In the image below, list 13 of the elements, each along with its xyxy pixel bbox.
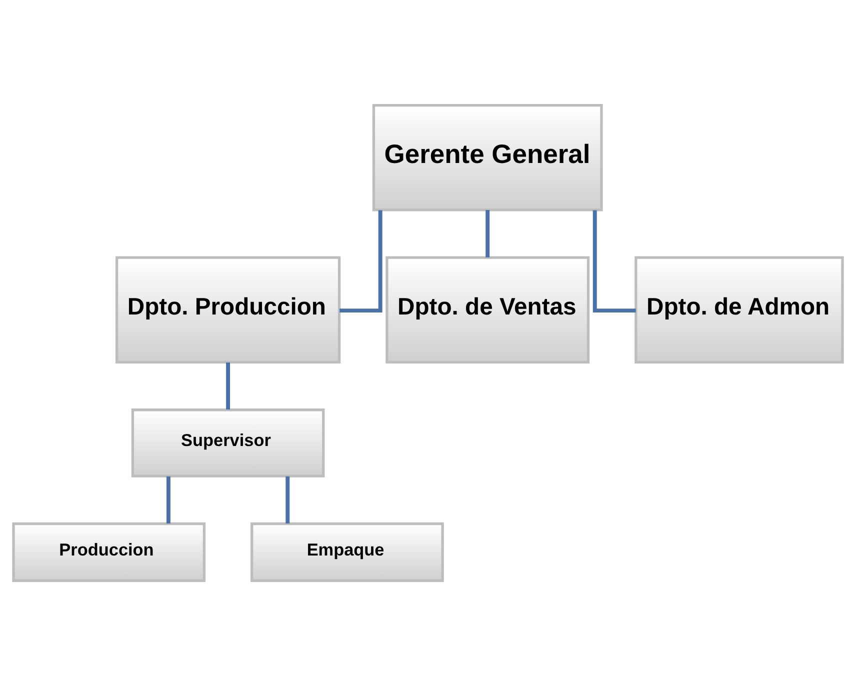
connector bbox=[486, 210, 490, 257]
node-box: Empaque bbox=[250, 522, 444, 582]
connector bbox=[166, 476, 170, 523]
node-box: Dpto. de Admon bbox=[634, 256, 844, 364]
node-box: Dpto. Produccion bbox=[115, 256, 341, 364]
node-box: Produccion bbox=[12, 522, 206, 582]
connector bbox=[340, 210, 382, 312]
node-box: Dpto. de Ventas bbox=[386, 256, 590, 364]
node-box: Supervisor bbox=[131, 408, 325, 477]
connector bbox=[286, 476, 290, 523]
connector bbox=[226, 362, 230, 409]
node-box: Gerente General bbox=[372, 103, 603, 211]
connector bbox=[592, 210, 636, 312]
